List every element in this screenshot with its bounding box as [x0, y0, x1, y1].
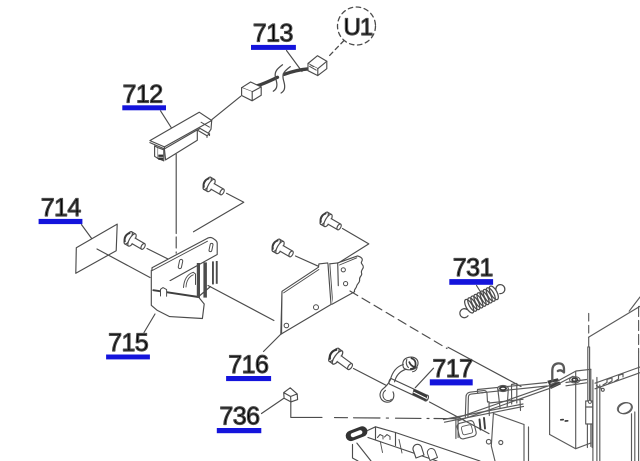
svg-text:713: 713	[253, 20, 293, 48]
svg-text:736: 736	[219, 403, 259, 431]
svg-text:714: 714	[41, 194, 82, 222]
svg-text:U1: U1	[344, 14, 373, 41]
svg-text:712: 712	[123, 80, 163, 108]
svg-text:731: 731	[453, 254, 493, 282]
svg-text:717: 717	[432, 355, 472, 383]
svg-text:716: 716	[228, 351, 268, 379]
svg-text:715: 715	[108, 329, 148, 357]
